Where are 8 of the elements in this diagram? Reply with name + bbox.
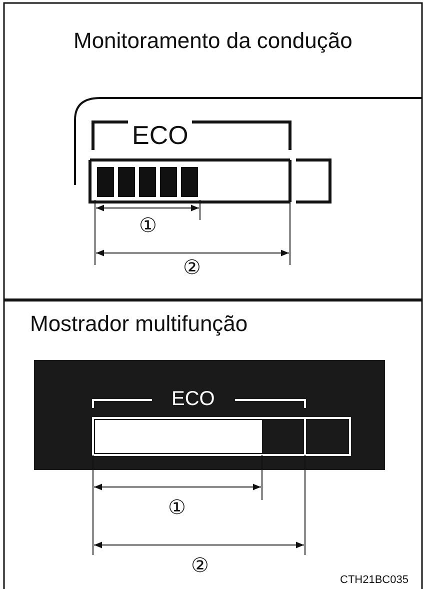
gauge-label: ECO [132,122,188,148]
panel-title: Monitoramento da condução [74,30,352,52]
callout-number: ② [191,555,209,575]
callout-number: ② [183,257,201,277]
panel-title: Mostrador multifunção [30,313,248,335]
figure-code: CTH21BC035 [340,575,408,586]
callout-number: ① [168,497,186,517]
callout-number: ① [139,215,157,235]
